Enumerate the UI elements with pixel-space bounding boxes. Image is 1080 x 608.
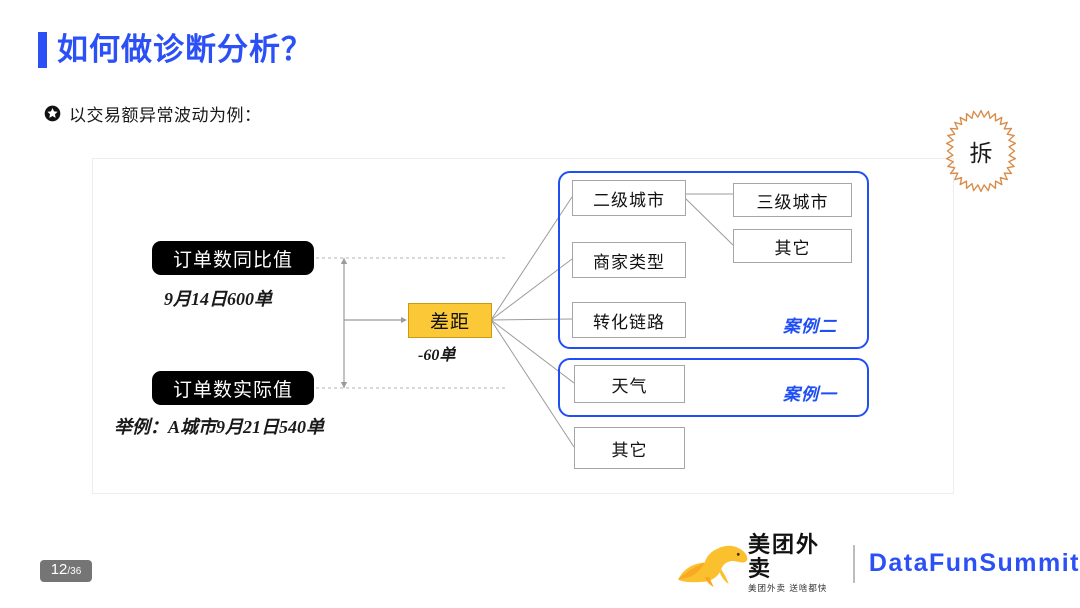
page-total: /36 bbox=[67, 566, 82, 577]
meituan-tagline: 美团外卖 送啥都快 bbox=[748, 583, 828, 593]
page-title: 如何做诊断分析？ bbox=[38, 32, 313, 68]
summit-name: DataFunSummit bbox=[868, 549, 1080, 577]
kangaroo-logo-icon bbox=[672, 538, 754, 590]
node-weather[interactable]: 天气 bbox=[574, 365, 685, 403]
subtitle: 以交易额异常波动为例： bbox=[44, 101, 262, 126]
page-indicator: 12 /36 bbox=[40, 560, 92, 582]
meituan-name: 美团外卖 bbox=[748, 532, 821, 581]
node-merchant-type[interactable]: 商家类型 bbox=[572, 242, 686, 278]
node-other-bottom-label: 其它 bbox=[611, 440, 648, 460]
case-frame-two-label: 案例二 bbox=[783, 317, 837, 336]
node-merchant-type-label: 商家类型 bbox=[593, 252, 665, 272]
node-conversion-chain[interactable]: 转化链路 bbox=[572, 302, 686, 338]
node-weather-label: 天气 bbox=[611, 376, 648, 396]
title-accent-bar bbox=[38, 32, 47, 68]
node-order-yoy-label: 订单数同比值 bbox=[172, 249, 293, 271]
node-gap-label: 差距 bbox=[429, 312, 470, 333]
node-conversion-chain-label: 转化链路 bbox=[593, 312, 665, 332]
node-second-tier-city[interactable]: 二级城市 bbox=[572, 180, 686, 216]
title-text: 如何做诊断分析？ bbox=[57, 32, 313, 67]
meituan-wordmark: 美团外卖 美团外卖 送啥都快 bbox=[748, 533, 841, 594]
node-order-actual-label: 订单数实际值 bbox=[172, 379, 293, 401]
node-order-yoy-note: 9月14日600单 bbox=[164, 289, 272, 309]
node-other-bottom[interactable]: 其它 bbox=[574, 427, 685, 469]
footer-divider bbox=[853, 544, 855, 583]
node-gap-note: -60单 bbox=[418, 347, 456, 364]
node-third-tier-city[interactable]: 三级城市 bbox=[733, 183, 852, 217]
case-frame-two bbox=[558, 171, 869, 349]
footer-logos: 美团外卖 美团外卖 送啥都快 DataFunSummit bbox=[672, 533, 1080, 594]
node-second-tier-city-label: 二级城市 bbox=[593, 190, 665, 210]
node-order-actual[interactable]: 订单数实际值 bbox=[152, 371, 314, 405]
case-frame-one-label: 案例一 bbox=[783, 385, 837, 404]
case-frame-one bbox=[558, 358, 869, 417]
starburst-stamp-icon bbox=[945, 109, 1017, 193]
node-other-top-label: 其它 bbox=[774, 238, 811, 258]
stamp-text: 拆 bbox=[969, 140, 993, 166]
node-other-top[interactable]: 其它 bbox=[733, 229, 852, 263]
node-gap[interactable]: 差距 bbox=[408, 303, 492, 338]
subtitle-text: 以交易额异常波动为例： bbox=[69, 106, 262, 125]
node-order-yoy[interactable]: 订单数同比值 bbox=[152, 241, 314, 275]
circled-star-icon bbox=[44, 105, 61, 122]
node-third-tier-city-label: 三级城市 bbox=[756, 192, 829, 212]
example-note: 举例：A城市9月21日540单 bbox=[114, 417, 325, 437]
page-current: 12 bbox=[50, 561, 68, 578]
